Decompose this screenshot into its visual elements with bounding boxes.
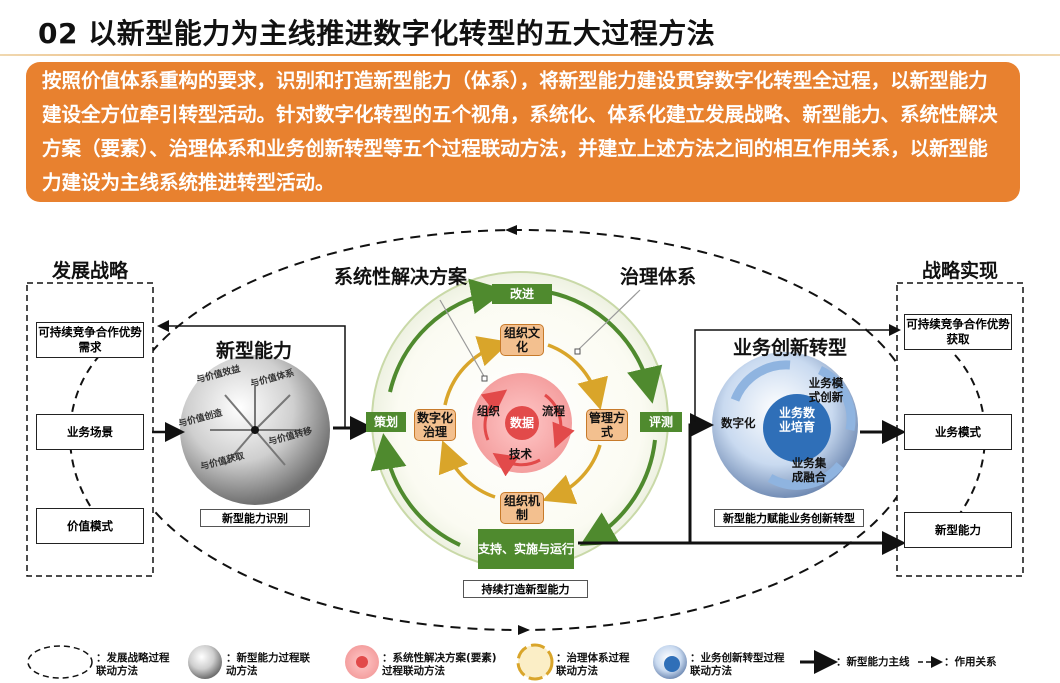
center-caption: 持续打造新型能力 (463, 580, 588, 598)
legend-strategy-text: ：发展战略过程联动方法 (96, 652, 170, 677)
core-data-label: 数据 (509, 416, 534, 430)
governance-heading: 治理体系 (620, 266, 697, 288)
gov-management-tag: 管理方式 (586, 409, 628, 441)
solution-heading: 系统性解决方案 (334, 266, 468, 288)
core-org-label: 组织 (477, 404, 500, 418)
legend-dashed-ellipse-icon (27, 645, 93, 679)
business-digital-label: 数字化 (721, 416, 756, 430)
legend-gray-sphere-icon (188, 645, 222, 679)
cycle-improve-tag: 改进 (492, 284, 552, 304)
legend-relation-text: ：作用关系 (944, 656, 997, 668)
legend-mainline-text: ：新型能力主线 (836, 656, 910, 668)
ability-caption: 新型能力识别 (200, 509, 310, 527)
right-box-model: 业务模式 (904, 414, 1012, 450)
cycle-support-tag: 支持、实施与运行 (478, 529, 574, 569)
business-heading: 业务创新转型 (733, 337, 848, 359)
business-cultivate-label: 业务数业培育 (778, 406, 815, 434)
legend-governance-text: ：治理体系过程联动方法 (556, 652, 630, 677)
legend-business-text: ：业务创新转型过程联动方法 (690, 652, 785, 677)
business-caption: 新型能力赋能业务创新转型 (714, 509, 864, 527)
right-box-ability: 新型能力 (904, 512, 1012, 548)
cycle-plan-tag: 策划 (366, 412, 406, 432)
intro-panel: 按照价值体系重构的要求，识别和打造新型能力（体系），将新型能力建设贯穿数字化转型… (26, 62, 1020, 202)
page-title: 02 以新型能力为主线推进数字化转型的五大过程方法 (38, 17, 716, 50)
left-box-demand: 可持续竞争合作优势需求 (36, 322, 144, 358)
legend-ability-text: ：新型能力过程联动方法 (226, 652, 310, 677)
legend-yellow-cycle-icon (516, 643, 554, 681)
business-integrate-label: 业务集成融合 (791, 456, 827, 484)
business-model-label: 业务模式创新 (808, 376, 844, 404)
left-box-value: 价值模式 (36, 508, 144, 544)
right-heading: 战略实现 (922, 260, 999, 282)
gov-culture-tag: 组织文化 (500, 324, 544, 356)
core-process-label: 流程 (542, 404, 565, 418)
gov-mechanism-tag: 组织机制 (500, 492, 544, 524)
gov-digital-tag: 数字化治理 (414, 409, 456, 441)
right-box-gain: 可持续竞争合作优势获取 (904, 314, 1012, 350)
ability-heading: 新型能力 (216, 340, 293, 362)
legend-solution-text: ：系统性解决方案(要素)过程联动方法 (382, 652, 497, 677)
cycle-evaluate-tag: 评测 (640, 412, 682, 432)
left-box-scene: 业务场景 (36, 414, 144, 450)
title-rule (0, 54, 1060, 56)
left-heading: 发展战略 (52, 260, 129, 282)
core-tech-label: 技术 (509, 447, 532, 461)
